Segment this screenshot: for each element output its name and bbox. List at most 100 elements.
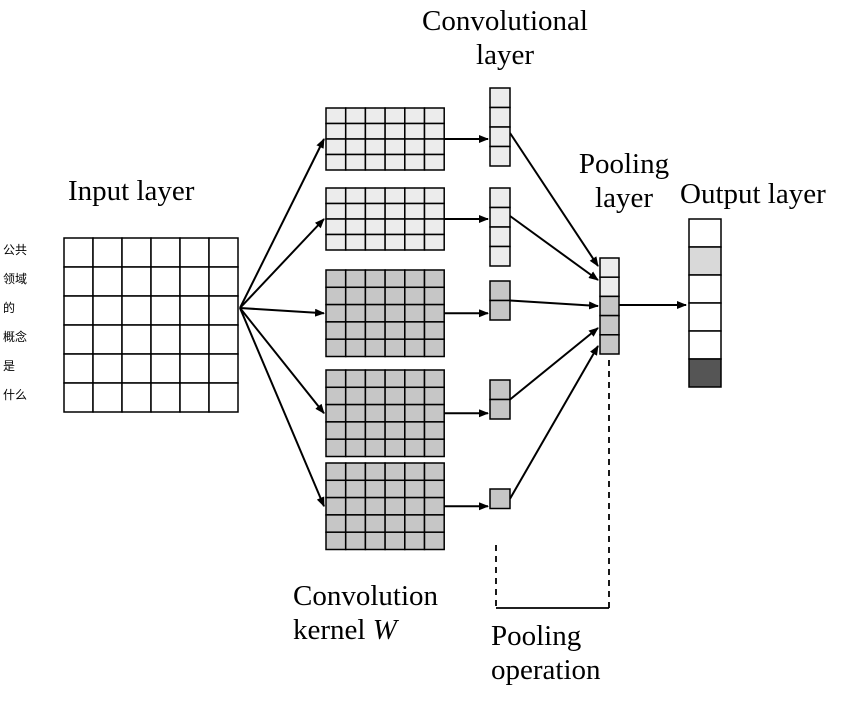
kernel-5-cell [325, 496, 347, 516]
kernel-3-cell [404, 338, 426, 358]
kernel-5-cell [404, 479, 426, 499]
input-grid-cell [63, 353, 94, 384]
conv-map-1-cell [489, 87, 511, 109]
input-grid-cell [92, 353, 123, 384]
input-grid-cell [63, 382, 94, 413]
kernel-1-cell [384, 138, 406, 156]
output-layer-label: Output layer [680, 178, 826, 210]
kernel-4-cell [364, 369, 386, 389]
kernel-3-cell [404, 269, 426, 289]
kernel-5-cell [364, 496, 386, 516]
input-layer-grid [63, 237, 239, 413]
input-grid-cell [92, 295, 123, 326]
pooling-layer-label-line2: layer [595, 182, 653, 214]
kernel-2-cell [384, 218, 406, 236]
kernel-1-cell [423, 107, 445, 125]
kernel-4-cell [384, 438, 406, 458]
kernel-5-cell [423, 479, 445, 499]
convolution-kernel-label-line2: kernel W [293, 613, 438, 647]
kernel-4-cell [384, 421, 406, 440]
input-grid-cell [121, 382, 152, 413]
kernel-4-cell [344, 421, 367, 440]
kernel-3-cell [344, 303, 367, 323]
input-grid-cell [121, 353, 152, 384]
kernel-5-cell [325, 514, 347, 533]
pooling-cell [599, 276, 620, 298]
input-grid-cell [208, 295, 239, 326]
kernel-2-cell [404, 202, 426, 220]
kernel-5-cell [384, 514, 406, 533]
kernel-1-cell [364, 107, 386, 125]
kernel-1-cell [404, 138, 426, 156]
kernel-5-cell [384, 531, 406, 551]
kernel-3-cell [325, 303, 347, 323]
kernel-2-cell [404, 233, 426, 251]
kernel-1-cell [325, 153, 347, 171]
kernel-3-cell [423, 338, 445, 358]
kernel-2-cell [384, 202, 406, 220]
kernel-3-cell [344, 286, 367, 306]
kernel-5-cell [404, 462, 426, 482]
kernel-5-cell [344, 462, 367, 482]
input-grid-cell [121, 324, 152, 355]
kernel-3-cell [423, 321, 445, 340]
kernel-3-cell [423, 269, 445, 289]
input-grid-cell [150, 266, 181, 297]
kernel-1-cell [423, 122, 445, 140]
arrow-conv-to-pool [509, 345, 599, 500]
kernel-3-cell [364, 286, 386, 306]
kernel-4-cell [325, 369, 347, 389]
arrow-conv-to-pool [509, 215, 599, 281]
kernel-3-cell [325, 321, 347, 340]
input-grid-cell [92, 237, 123, 268]
kernel-4-cell [344, 369, 367, 389]
kernel-5-cell [404, 531, 426, 551]
kernel-1-cell [364, 122, 386, 140]
kernel-4-cell [423, 438, 445, 458]
kernel-2-cell [423, 233, 445, 251]
conv-map-3-cell [489, 280, 511, 302]
output-cell [688, 358, 722, 388]
kernel-4-cell [384, 403, 406, 423]
output-cell [688, 274, 722, 304]
kernel-1-cell [404, 153, 426, 171]
kernel-1-cell [364, 138, 386, 156]
kernel-2-cell [364, 187, 386, 205]
kernel-4-cell [344, 438, 367, 458]
kernel-5-cell [364, 462, 386, 482]
kernel-2-cell [344, 233, 367, 251]
kernel-3-cell [364, 303, 386, 323]
conv-map-3-cell [489, 299, 511, 321]
kernel-2-cell [423, 202, 445, 220]
pooling-operation-label-line1: Pooling [491, 620, 582, 652]
kernel-5-cell [404, 496, 426, 516]
convolutional-layer-maps [489, 87, 511, 510]
kernel-5-cell [364, 514, 386, 533]
kernel-1-cell [423, 153, 445, 171]
kernel-4-cell [423, 421, 445, 440]
convolution-kernel-label: Convolution kernel W [293, 579, 438, 647]
arrow-conv-to-pool [509, 132, 599, 267]
conv-map-4-cell [489, 379, 511, 401]
kernel-4-cell [404, 421, 426, 440]
input-grid-cell [121, 266, 152, 297]
output-cell [688, 218, 722, 248]
kernel-1-cell [325, 107, 347, 125]
kernel-3-cell [384, 321, 406, 340]
conv-map-2-cell [489, 206, 511, 228]
input-grid-cell [179, 237, 210, 268]
kernel-3-cell [325, 269, 347, 289]
conv-map-2-cell [489, 187, 511, 209]
kernel-4-cell [364, 438, 386, 458]
kernel-2-cell [404, 218, 426, 236]
pooling-layer-label-line1: Pooling [578, 148, 670, 180]
kernel-5-cell [384, 479, 406, 499]
sentence-line: 公共 [3, 243, 28, 257]
kernel-3-cell [364, 269, 386, 289]
kernel-2-cell [325, 218, 347, 236]
kernel-4-cell [404, 438, 426, 458]
input-grid-cell [208, 324, 239, 355]
kernel-1-cell [384, 153, 406, 171]
kernel-5-cell [423, 496, 445, 516]
input-grid-cell [179, 382, 210, 413]
